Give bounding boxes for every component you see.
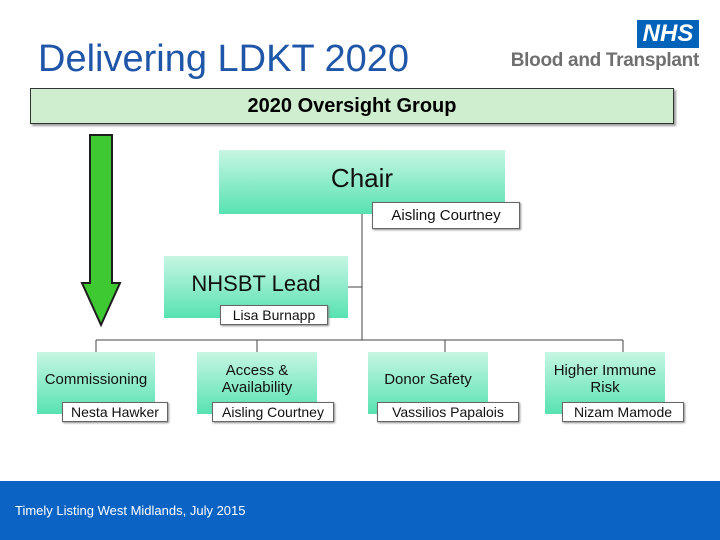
workstream-donor-safety-name: Vassilios Papalois bbox=[377, 402, 519, 422]
nhsbt-lead-box: NHSBT Lead bbox=[164, 256, 348, 318]
workstream-commissioning-name: Nesta Hawker bbox=[62, 402, 168, 422]
workstream-access-name: Aisling Courtney bbox=[212, 402, 334, 422]
page-title: Delivering LDKT 2020 bbox=[38, 38, 410, 80]
chair-name: Aisling Courtney bbox=[372, 202, 520, 229]
nhsbt-lead-name: Lisa Burnapp bbox=[220, 305, 328, 325]
workstream-commissioning-title: Commissioning bbox=[44, 371, 148, 388]
footer-bar: Timely Listing West Midlands, July 2015 bbox=[0, 481, 720, 540]
nhs-logo-text: Blood and Transplant bbox=[510, 50, 700, 71]
nhsbt-lead-title: NHSBT Lead bbox=[191, 271, 321, 296]
chair-box: Chair bbox=[219, 150, 505, 214]
down-arrow-icon bbox=[80, 134, 122, 328]
workstream-higher-immune-risk-name: Nizam Mamode bbox=[562, 402, 684, 422]
workstream-access-title: Access & Availability bbox=[221, 362, 293, 396]
oversight-group-banner: 2020 Oversight Group bbox=[30, 88, 674, 124]
footer-text: Timely Listing West Midlands, July 2015 bbox=[15, 503, 246, 518]
workstream-higher-immune-risk-title: Higher Immune Risk bbox=[553, 362, 657, 396]
chair-title: Chair bbox=[330, 163, 394, 193]
nhs-logo: NHS Blood and Transplant bbox=[494, 20, 699, 72]
workstream-donor-safety-title: Donor Safety bbox=[384, 371, 472, 388]
nhs-logo-badge: NHS bbox=[637, 20, 699, 48]
